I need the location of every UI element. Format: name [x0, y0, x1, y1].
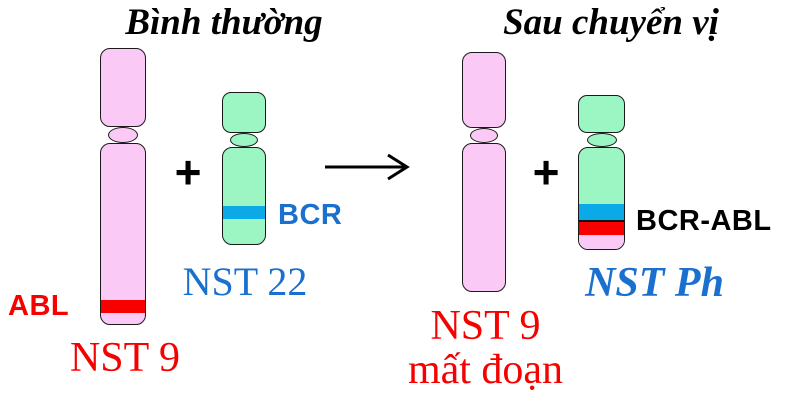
ph-top-arm [578, 95, 625, 133]
nst9-deleted-label-line2: mất đoạn [407, 347, 564, 393]
bcr-band [223, 206, 265, 219]
chr9del-centromere [470, 128, 498, 143]
bcr-abl-label: BCR-ABL [636, 205, 772, 237]
plus-icon-right: + [532, 146, 560, 198]
ph-bottom-arm [578, 147, 625, 250]
ph-pink-tip [579, 236, 624, 249]
chromosome-9-deleted [462, 52, 506, 292]
bcr-label: BCR [278, 199, 343, 231]
ph-bcr-band [579, 204, 624, 220]
arrow-right-icon [325, 153, 410, 181]
chr9-bottom-arm [100, 143, 146, 325]
chr22-top-arm [222, 92, 266, 133]
chr22-centromere [230, 133, 258, 147]
nst9-deleted-label-line1: NST 9 [430, 303, 541, 349]
chromosome-9-normal [100, 48, 146, 325]
title-normal: Bình thường [125, 2, 323, 43]
title-after-translocation: Sau chuyển vị [503, 2, 719, 43]
ph-abl-band [579, 220, 624, 235]
chromosome-22-normal [222, 92, 266, 245]
chr9del-top-arm [462, 52, 506, 128]
ph-centromere [586, 133, 617, 147]
chr9del-bottom-arm [462, 143, 506, 292]
nst9-deleted-label: NST 9 mất đoạn [398, 304, 573, 392]
nst22-label: NST 22 [182, 259, 308, 304]
abl-band [101, 300, 145, 313]
chr9-top-arm [100, 48, 146, 127]
chr9-centromere [108, 127, 138, 143]
abl-label: ABL [8, 290, 70, 322]
chromosome-philadelphia [578, 95, 625, 250]
nst9-label: NST 9 [69, 335, 181, 381]
plus-icon-left: + [174, 146, 202, 198]
nst-ph-label: NST Ph [585, 260, 724, 306]
chr22-bottom-arm [222, 147, 266, 245]
